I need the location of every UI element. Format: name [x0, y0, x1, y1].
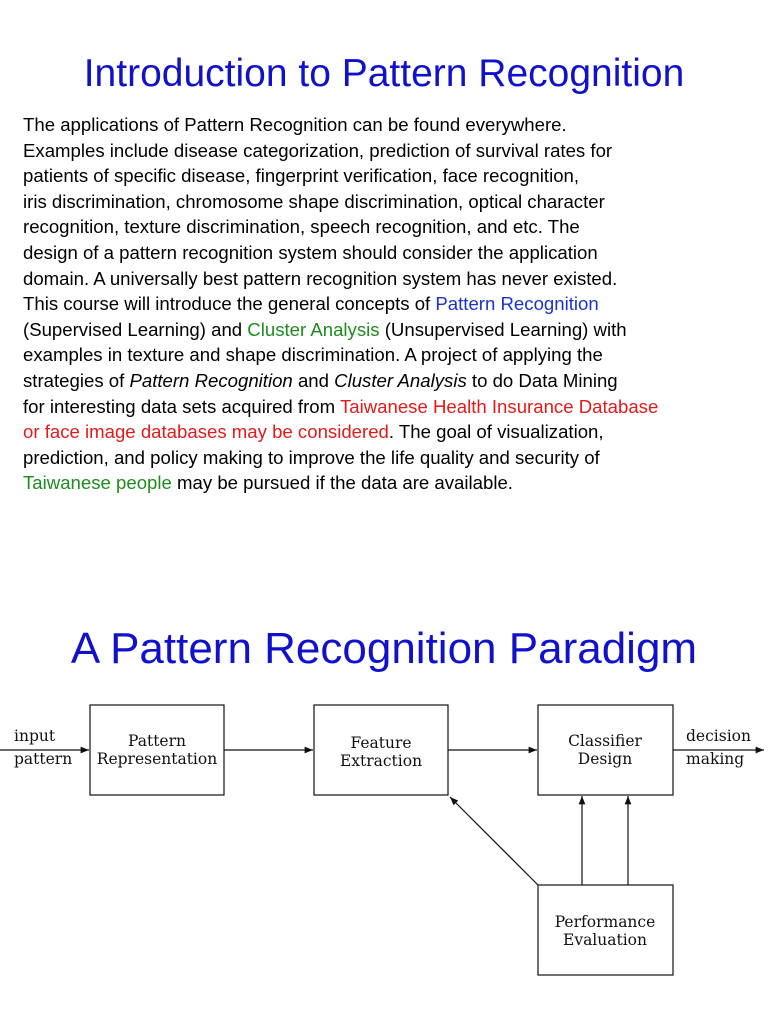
representation-label-2: Representation	[97, 750, 217, 768]
text-segment: prediction, and policy making to improve…	[23, 446, 600, 468]
paragraph-line: Examples include disease categorization,…	[23, 138, 768, 164]
text-segment: patients of specific disease, fingerprin…	[23, 165, 580, 187]
text-segment: for interesting data sets acquired from	[23, 395, 340, 417]
highlighted-text: or face image databases may be considere…	[23, 421, 389, 443]
paragraph-line: (Supervised Learning) and Cluster Analys…	[23, 317, 768, 343]
paragraph-line: Taiwanese people may be pursued if the d…	[23, 470, 768, 496]
paragraph-line: domain. A universally best pattern recog…	[23, 266, 768, 292]
text-segment: . The goal of visualization,	[388, 421, 604, 443]
highlighted-text: Pattern Recognition	[435, 293, 599, 315]
paragraph-line: examples in texture and shape discrimina…	[23, 342, 768, 368]
extraction-label-2: Extraction	[340, 752, 422, 770]
text-segment: iris discrimination, chromosome shape di…	[23, 190, 605, 212]
paragraph-line: This course will introduce the general c…	[23, 291, 768, 317]
paragraph-line: design of a pattern recognition system s…	[23, 240, 768, 266]
text-segment: recognition, texture discrimination, spe…	[23, 216, 580, 238]
paragraph-line: or face image databases may be considere…	[23, 419, 768, 445]
text-segment: may be pursued if the data are available…	[171, 472, 513, 494]
text-segment: (Supervised Learning) and	[23, 318, 248, 340]
italic-text: Cluster Analysis	[334, 369, 467, 391]
paragraph-line: strategies of Pattern Recognition and Cl…	[23, 368, 768, 394]
paragraph-line: patients of specific disease, fingerprin…	[23, 163, 768, 189]
paradigm-diagram: input pattern Pattern Representation Fea…	[0, 704, 764, 976]
text-segment: strategies of	[23, 369, 130, 391]
highlighted-text: Cluster Analysis	[247, 318, 380, 340]
highlighted-text: Taiwanese people	[23, 472, 172, 494]
text-segment: domain. A universally best pattern recog…	[23, 267, 618, 289]
input-label-2: pattern	[14, 750, 72, 768]
text-segment: examples in texture and shape discrimina…	[23, 344, 603, 366]
paragraph-line: recognition, texture discrimination, spe…	[23, 214, 768, 240]
arrow-evaluation-to-extraction	[449, 796, 539, 886]
text-segment: The applications of Pattern Recognition …	[23, 114, 567, 135]
highlighted-text: Taiwanese Health Insurance Database	[339, 395, 659, 417]
classifier-label-2: Design	[578, 750, 632, 768]
output-label-2: making	[686, 750, 744, 768]
output-label-1: decision	[686, 727, 751, 745]
paragraph-line: for interesting data sets acquired from …	[23, 394, 768, 420]
italic-text: Pattern Recognition	[129, 369, 293, 391]
text-segment: (Unsupervised Learning) with	[379, 318, 627, 340]
evaluation-label-1: Performance	[555, 913, 656, 931]
evaluation-box	[537, 884, 674, 976]
paragraph-line: prediction, and policy making to improve…	[23, 445, 768, 471]
text-segment: Examples include disease categorization,…	[23, 139, 613, 161]
classifier-label-1: Classifier	[568, 732, 642, 750]
paragraph-line: The applications of Pattern Recognition …	[23, 112, 768, 138]
page-title: Introduction to Pattern Recognition	[83, 52, 685, 95]
section-title: A Pattern Recognition Paradigm	[70, 624, 698, 673]
intro-paragraph: The applications of Pattern Recognition …	[23, 112, 768, 496]
text-segment: design of a pattern recognition system s…	[23, 241, 598, 263]
extraction-label-1: Feature	[350, 734, 411, 752]
text-segment: to do Data Mining	[466, 369, 618, 391]
text-segment: This course will introduce the general c…	[23, 293, 436, 315]
input-label-1: input	[14, 727, 56, 745]
paragraph-line: iris discrimination, chromosome shape di…	[23, 189, 768, 215]
representation-label-1: Pattern	[128, 732, 186, 750]
text-segment: and	[292, 369, 335, 391]
evaluation-label-2: Evaluation	[563, 931, 647, 949]
